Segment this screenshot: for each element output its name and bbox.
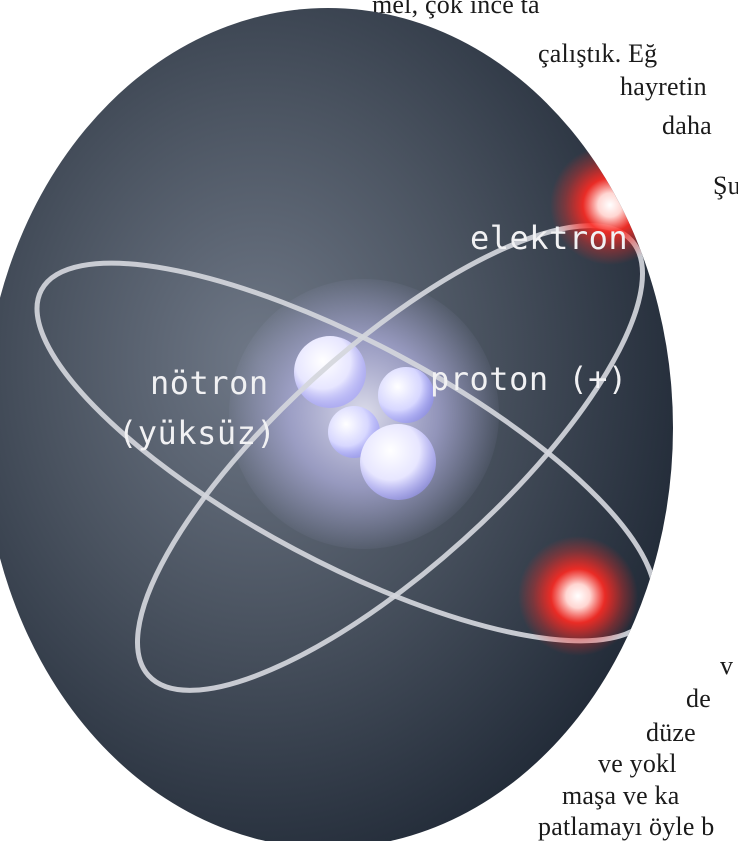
text-line-9: ve yokl	[598, 749, 677, 778]
text-line-6: v	[720, 651, 734, 680]
text-line-1: mel, çok ince ta	[372, 0, 540, 19]
text-line-10: maşa ve ka	[562, 781, 680, 810]
text-line-11: patlamayı öyle b	[538, 812, 715, 841]
text-line-2: çalıştık. Eğ	[538, 39, 658, 68]
text-line-8: düze	[646, 718, 696, 747]
text-line-7: de	[686, 684, 711, 713]
text-line-3: hayretin	[620, 72, 707, 101]
text-line-5: Şu	[713, 171, 738, 200]
text-line-4: daha	[662, 111, 712, 140]
